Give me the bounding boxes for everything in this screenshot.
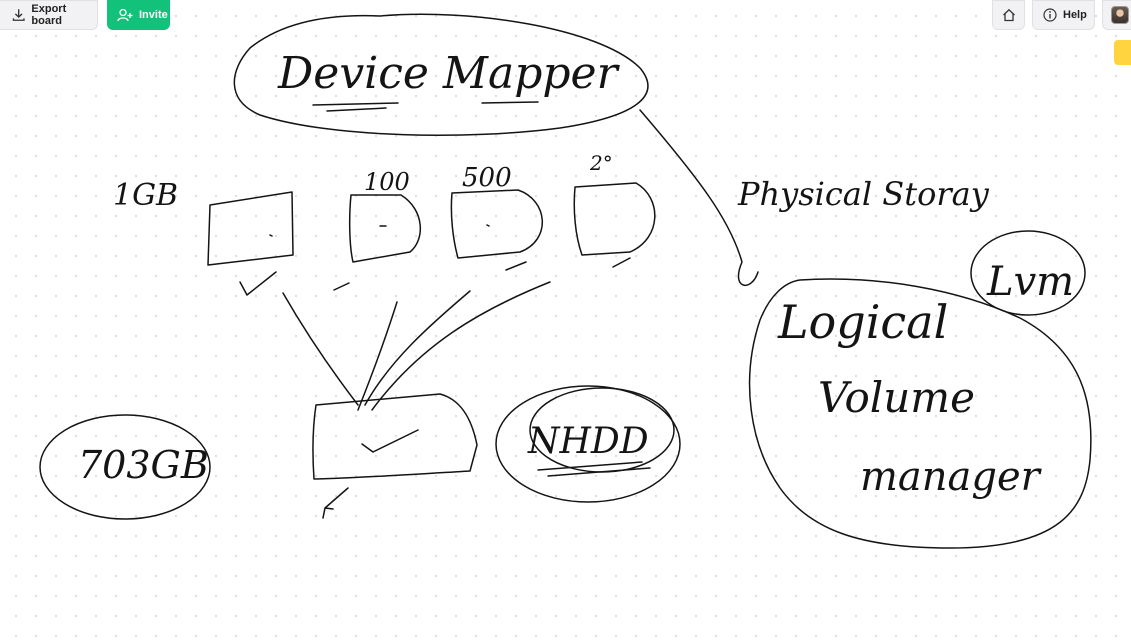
title-bubble[interactable] [233,13,649,136]
nhdd-underline [537,461,651,477]
total-bubble[interactable] [39,414,211,520]
nhdd-text: NHDD [527,421,649,462]
disk-box-2[interactable] [348,194,422,263]
manager-text: manager [860,454,1043,500]
info-icon [1043,8,1057,22]
physical-storage-text: Physical Storay [737,175,990,213]
logical-text: Logical [777,295,948,349]
tick-mark-3 [505,261,527,271]
small-arrow [322,487,349,519]
title-text: Device Mapper [277,48,621,99]
volume-text: Volume [818,373,975,422]
disk-box-1[interactable] [207,191,294,266]
size-label-4: 2° [589,151,613,175]
add-user-icon [117,8,133,22]
nhdd-outer-bubble[interactable] [495,385,681,503]
sticky-note-tab[interactable] [1114,40,1131,65]
invite-button[interactable]: Invite [107,0,170,30]
help-label: Help [1063,9,1087,21]
size-label-2: 100 [364,168,410,196]
lvm-text: Lvm [986,259,1074,305]
tick-mark-2 [333,282,350,291]
title-underline [312,101,539,112]
connector-2 [357,301,398,411]
avatar [1111,6,1129,24]
size-label-1: 1GB [113,178,178,213]
size-label-3: 500 [462,163,512,193]
export-board-label: Export board [31,3,67,27]
lvm-bubble[interactable] [970,230,1086,316]
export-board-button[interactable]: Export board [0,0,98,30]
disk-dots [269,224,490,237]
volume-box[interactable] [312,393,478,480]
total-text: 703GB [78,443,209,487]
user-avatar-button[interactable] [1102,0,1131,30]
logical-volume-bubble[interactable] [748,278,1092,549]
disk-box-4[interactable] [573,182,656,256]
check-mark-1 [239,271,277,296]
connector-4 [371,281,551,411]
help-button[interactable]: Help [1032,0,1095,30]
volume-check-mark [361,429,419,453]
tick-mark-4 [612,257,631,268]
title-arrow [639,109,759,287]
connector-1 [282,292,359,406]
download-icon [12,9,25,21]
home-button[interactable] [992,0,1025,30]
disk-box-3[interactable] [450,189,544,259]
connector-3 [364,290,471,406]
invite-label: Invite [139,9,168,21]
home-icon [1002,8,1015,22]
